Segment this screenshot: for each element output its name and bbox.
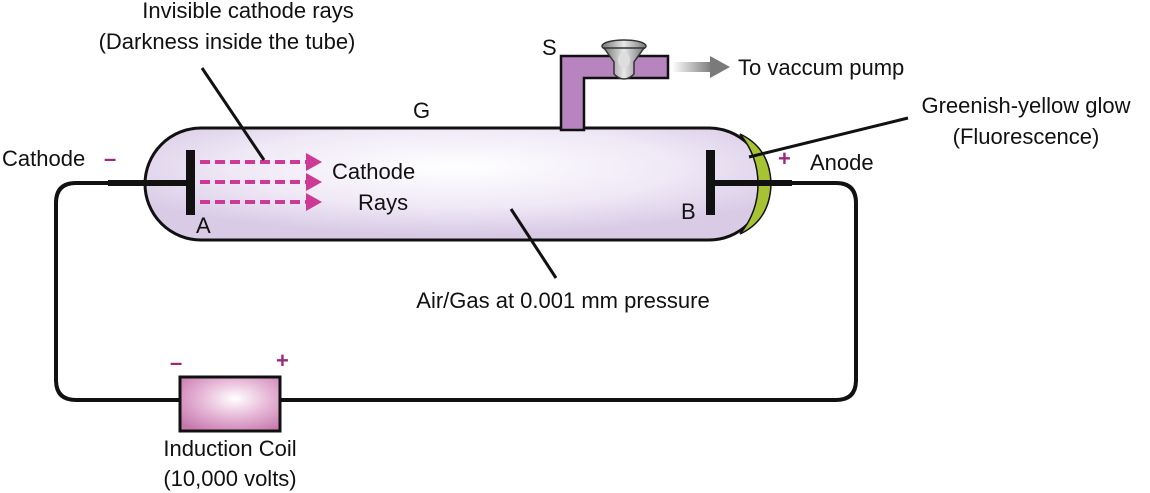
cathode-ray-head-3 xyxy=(306,193,322,211)
pump-pipe xyxy=(559,54,670,132)
cathode-ray-arrows xyxy=(200,160,308,204)
coil-minus-sign: – xyxy=(170,350,182,375)
stopcock-label: S xyxy=(542,35,557,60)
cathode-plate-a xyxy=(186,150,195,215)
invisible-rays-label-line1: Invisible cathode rays xyxy=(142,0,354,23)
circuit-wire xyxy=(54,181,858,402)
cathode-sign: – xyxy=(104,146,116,171)
stopcock-valve-icon xyxy=(601,39,647,80)
glow-label-line1: Greenish-yellow glow xyxy=(921,93,1130,118)
anode-plate-b xyxy=(706,150,715,215)
cathode-ray-head-2 xyxy=(306,173,322,191)
vacuum-pump-label: To vaccum pump xyxy=(738,55,904,80)
electrode-a-label: A xyxy=(196,213,211,238)
electrode-b-label: B xyxy=(681,199,696,224)
pump-arrow-icon xyxy=(672,56,730,78)
invisible-rays-label-line2: (Darkness inside the tube) xyxy=(99,29,356,54)
cathode-rays-label-line1: Cathode xyxy=(332,159,415,184)
glow-label-line2: (Fluorescence) xyxy=(953,124,1100,149)
induction-coil xyxy=(178,375,282,433)
anode-sign: + xyxy=(778,146,791,171)
fluorescence-glow xyxy=(739,133,772,235)
gas-leader xyxy=(509,208,558,279)
induction-coil-label-line1: Induction Coil xyxy=(163,436,296,461)
glow-leader xyxy=(748,116,909,159)
invisible-rays-leader xyxy=(200,67,266,161)
cathode-label: Cathode xyxy=(2,146,85,171)
coil-plus-sign: + xyxy=(276,348,289,373)
cathode-ray-head-1 xyxy=(306,153,322,171)
cathode-rays-label-line2: Rays xyxy=(358,190,408,215)
induction-coil-label-line2: (10,000 volts) xyxy=(163,466,296,491)
glass-tube-label: G xyxy=(413,98,430,123)
gas-pressure-label: Air/Gas at 0.001 mm pressure xyxy=(416,288,709,313)
anode-label: Anode xyxy=(810,150,874,175)
